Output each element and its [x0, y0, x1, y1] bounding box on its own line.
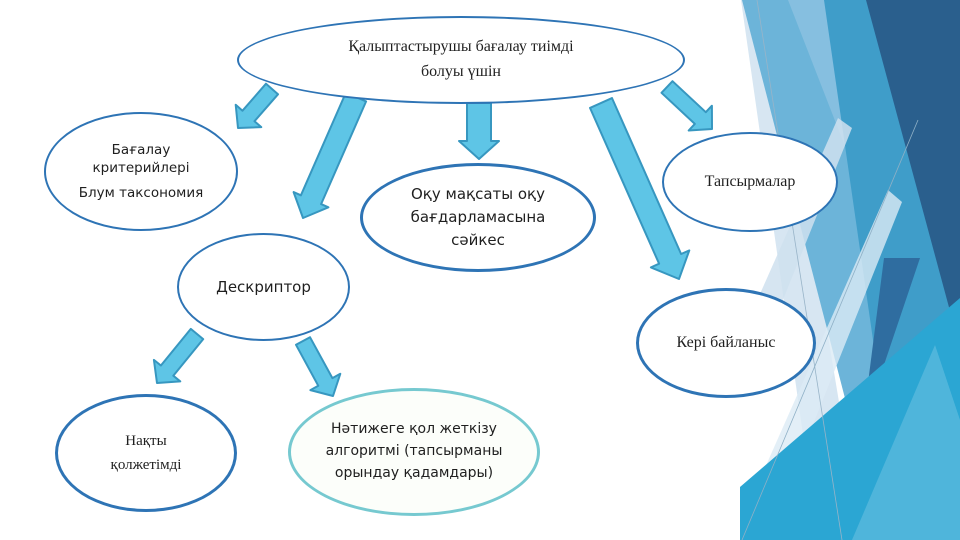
decor-wedge-dark-blue — [866, 0, 960, 348]
arrow-descriptor-to-specific — [152, 327, 205, 384]
bubble-tasks-text: Тапсырмалар — [704, 173, 796, 190]
bubble-feedback-text: Кері байланыс — [676, 334, 776, 351]
arrow-root-to-descriptor — [292, 91, 368, 219]
bubble-feedback: Кері байланыс — [636, 288, 816, 398]
decor-wedge-medium-blue — [824, 0, 960, 430]
arrow-descriptor-to-algorithm — [295, 336, 342, 397]
arrow-root-to-tasks — [660, 80, 713, 132]
bubble-descriptor-text: Дескриптор — [216, 278, 311, 296]
bubble-specific-achievable: Нақты қолжетімді — [55, 394, 237, 512]
bubble-assessment-criteria-text: Бағалау критерийлері — [92, 142, 190, 177]
arrow-root-to-goal — [458, 102, 500, 160]
bubble-root: Қалыптастырушы бағалау тиімді болуы үшін — [237, 16, 685, 104]
decor-wedge-teal-light — [852, 345, 960, 540]
bubble-assessment-criteria: Бағалау критерийлері Блум таксономия — [44, 112, 238, 231]
decor-stripe-lightest — [741, 0, 862, 540]
arrow-root-to-criteria — [234, 82, 279, 129]
bubble-learning-goal-text: Оқу мақсаты оқу бағдарламасына сәйкес — [410, 184, 546, 250]
decor-hairline-1 — [756, 0, 843, 540]
bubble-result-algorithm: Нәтижеге қол жеткізу алгоритмі (тапсырма… — [288, 388, 540, 516]
bubble-tasks: Тапсырмалар — [662, 132, 838, 232]
bubble-result-algorithm-text: Нәтижеге қол жеткізу алгоритмі (тапсырма… — [325, 421, 503, 481]
bubble-root-line2: болуы үшін — [420, 63, 501, 80]
bubble-descriptor: Дескриптор — [177, 233, 350, 341]
decor-wedge-dark-small — [862, 258, 920, 430]
decor-band-light-streak — [788, 0, 918, 262]
bubble-learning-goal: Оқу мақсаты оқу бағдарламасына сәйкес — [360, 163, 596, 272]
bubble-bloom-taxonomy-text: Блум таксономия — [78, 184, 204, 201]
bubble-root-line1: Қалыптастырушы бағалау тиімді — [348, 38, 574, 56]
bubble-specific-achievable-text: Нақты қолжетімді — [110, 433, 182, 473]
